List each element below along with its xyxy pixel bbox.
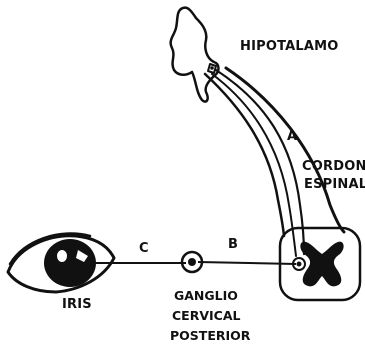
spinal-cord-gray-matter [300, 242, 343, 287]
tract-a-inner-border [205, 74, 284, 236]
label-c: C [139, 241, 149, 256]
ganglion-neuron [188, 258, 196, 266]
label-cordon: CORDON [302, 159, 365, 174]
hypothalamus-outline [171, 8, 219, 102]
label-a: A [287, 129, 297, 144]
label-iris: IRIS [62, 297, 92, 312]
label-hipotalamo: HIPOTALAMO [240, 39, 339, 54]
fiber-b [198, 262, 296, 264]
hypothalamus-neuron [210, 66, 214, 70]
label-ganglio: GANGLIO [174, 288, 238, 303]
label-espinal: ESPINAL [304, 177, 365, 192]
label-cervical: CERVICAL [172, 308, 241, 323]
pupil-highlight [57, 250, 67, 262]
spinal-neuron [297, 262, 302, 267]
label-posterior: POSTERIOR [170, 328, 251, 343]
label-b: B [228, 237, 238, 252]
